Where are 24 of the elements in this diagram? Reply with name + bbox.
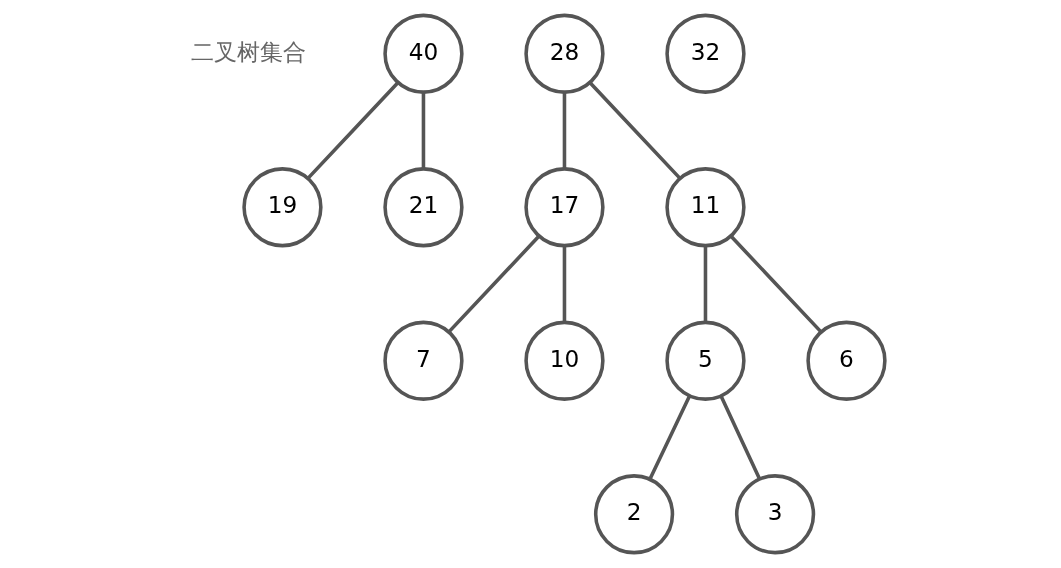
node-circle: 10: [523, 320, 605, 401]
node-circle: 11: [664, 167, 746, 248]
connector: [421, 92, 425, 169]
node-circle: 32: [664, 13, 746, 94]
label: 二叉树集合: [190, 37, 306, 65]
node-circle: 19: [241, 167, 323, 248]
connector: [719, 395, 761, 480]
connector: [703, 246, 707, 323]
node-circle: 40: [382, 13, 464, 94]
connector: [562, 246, 566, 323]
node-circle: 5: [664, 320, 746, 401]
node-circle: 17: [523, 167, 605, 248]
connector: [562, 92, 566, 169]
connector: [729, 235, 822, 333]
connector: [447, 235, 540, 333]
node-circle: 28: [523, 13, 605, 94]
node-circle: 2: [593, 474, 674, 555]
node-circle: 6: [805, 320, 887, 401]
connector: [648, 395, 691, 480]
connector: [306, 81, 399, 180]
connector: [588, 81, 681, 180]
node-circle: 7: [382, 320, 464, 401]
node-circle: 3: [734, 474, 815, 555]
node-circle: 21: [382, 167, 464, 248]
